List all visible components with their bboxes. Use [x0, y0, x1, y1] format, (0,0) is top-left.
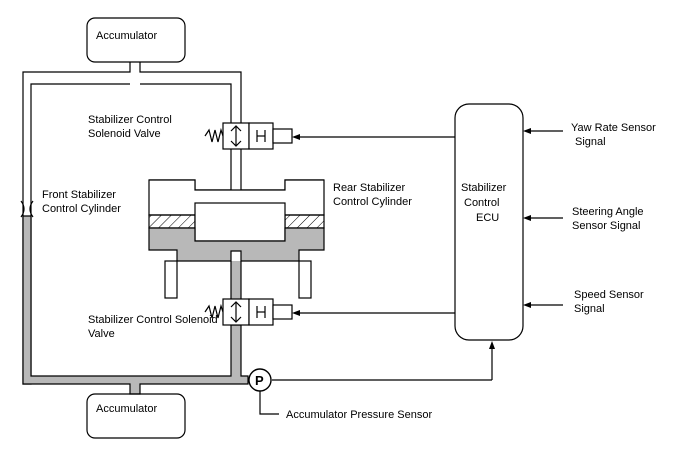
steering-angle-signal-arrow	[523, 215, 563, 221]
pressure-sensor-label: Accumulator Pressure Sensor	[286, 409, 432, 421]
ecu-label-line2: Control	[464, 197, 499, 209]
upper-valve-label-line1: Stabilizer Control	[88, 114, 172, 126]
upper-valve-label-line2: Solenoid Valve	[88, 128, 161, 140]
rear-cylinder-label-line1: Rear Stabilizer	[333, 182, 405, 194]
ecu-to-upper-valve-signal	[292, 134, 455, 140]
speed-sensor-label-line2: Signal	[574, 303, 605, 315]
ecu-to-lower-valve-signal	[292, 310, 455, 316]
pressure-sensor-pump: P	[248, 341, 495, 415]
steering-angle-label-line2: Sensor Signal	[572, 220, 641, 232]
speed-sensor-label-line1: Speed Sensor	[574, 289, 644, 301]
front-cylinder-mark	[20, 200, 34, 218]
lower-valve-label-line2: Valve	[88, 328, 115, 340]
steering-angle-label-line1: Steering Angle	[572, 206, 644, 218]
upper-solenoid-valve	[204, 122, 293, 150]
ecu-label-line1: Stabilizer	[461, 182, 507, 194]
rear-cylinder-label-line2: Control Cylinder	[333, 196, 412, 208]
accumulator-top-label: Accumulator	[96, 30, 157, 42]
accumulator-bottom: Accumulator	[86, 393, 186, 439]
yaw-rate-signal-arrow	[523, 128, 563, 134]
front-cylinder-label-line1: Front Stabilizer	[42, 189, 116, 201]
accumulator-top: Accumulator	[86, 17, 186, 63]
ecu-label-line3: ECU	[476, 212, 499, 224]
lower-valve-label-line1: Stabilizer Control Solenoid	[88, 314, 218, 326]
yaw-rate-label-line1: Yaw Rate Sensor	[571, 122, 656, 134]
front-cylinder-label-line2: Control Cylinder	[42, 203, 121, 215]
accumulator-bottom-label: Accumulator	[96, 403, 157, 415]
speed-sensor-signal-arrow	[523, 302, 563, 308]
stabilizer-cylinder	[148, 179, 325, 299]
stabilizer-control-ecu: Stabilizer Control ECU	[454, 103, 524, 341]
lower-hydraulic-line	[22, 215, 249, 395]
pump-letter: P	[255, 373, 264, 388]
yaw-rate-label-line2: Signal	[575, 136, 606, 148]
lower-solenoid-valve	[204, 298, 293, 326]
